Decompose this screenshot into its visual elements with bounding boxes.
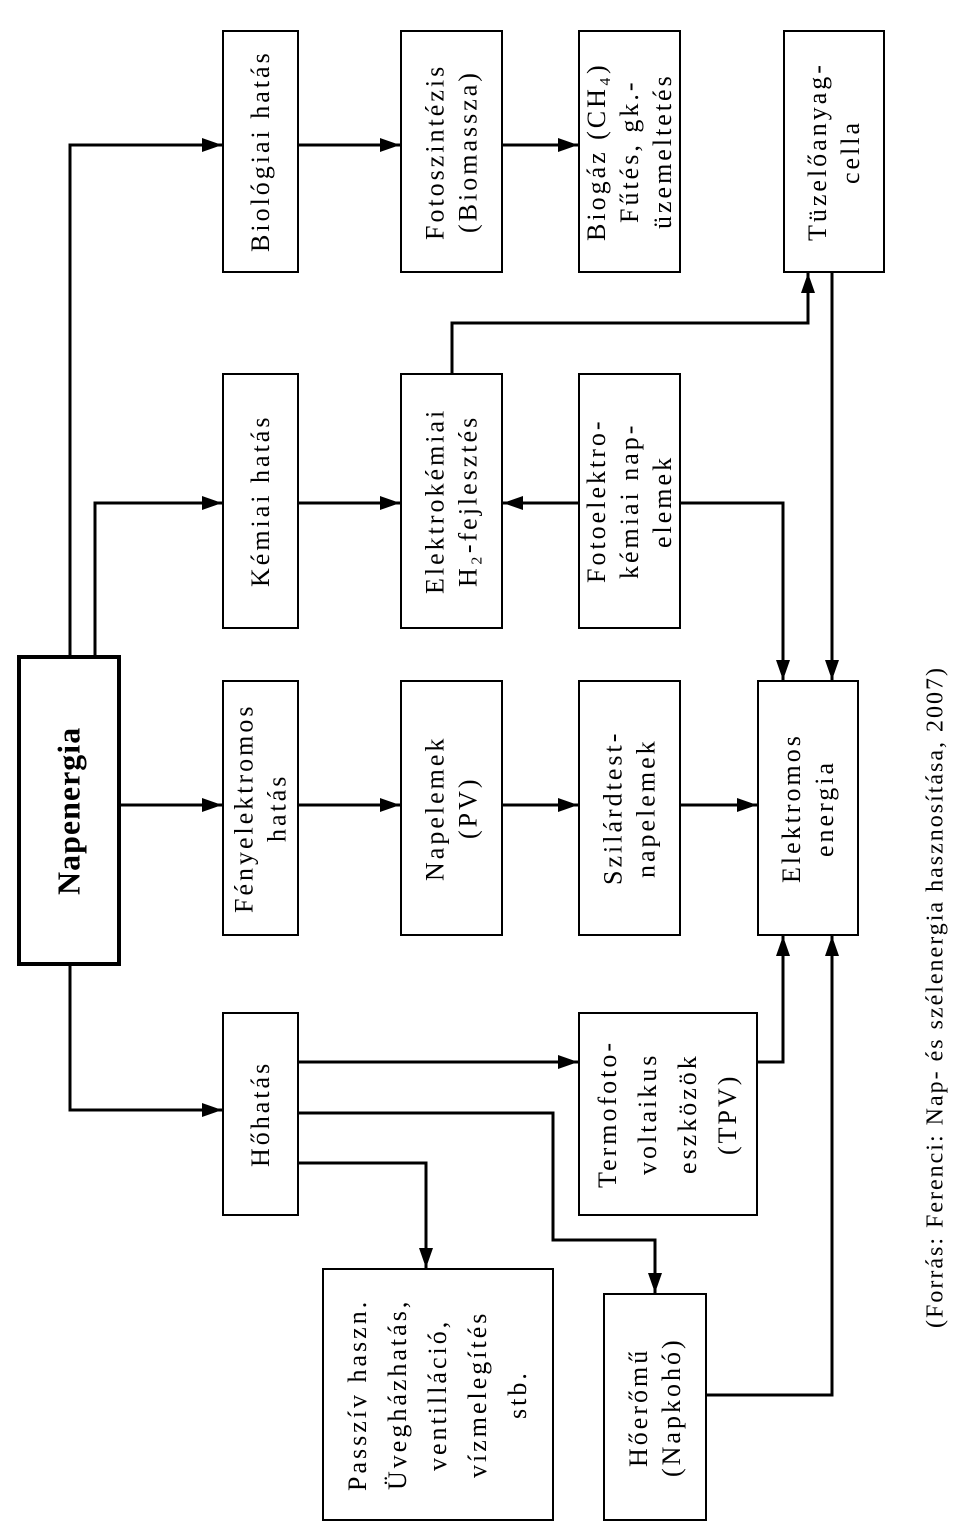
arrow-fotoelektrokemiai-to-elektromos-energia [681, 501, 790, 680]
box-label-line: Biogáz (CH₄) [582, 62, 611, 241]
box-label-line: Elektrokémiai [420, 407, 450, 595]
box-biologiai-hatas: Biológiai hatás [222, 30, 299, 273]
box-label-line: H₂-fejlesztés [453, 414, 483, 588]
box-label-line: Fényelektromos [229, 703, 259, 913]
box-label-line: Napelemek [420, 735, 450, 881]
arrow-hohatas-to-passziv [299, 1161, 433, 1268]
box-label-line: Fűtés, gk.- [615, 79, 644, 224]
root-label: Napenergia [50, 726, 87, 895]
box-label-line: Üvegházhatás, [383, 1298, 412, 1491]
box-label-line: (TPV) [713, 1073, 742, 1155]
box-hoeromu-napkoho: Hőerőmű (Napkohó) [603, 1293, 707, 1521]
box-hohatas: Hőhatás [222, 1012, 299, 1216]
arrow-elektrokemiai-to-tuzeloanyag-cella [450, 273, 815, 373]
box-label-line: napelemek [631, 738, 661, 878]
box-label-line: Biológiai hatás [246, 50, 275, 253]
box-kemiai-hatas: Kémiai hatás [222, 373, 299, 629]
box-label-line: energia [810, 759, 839, 857]
box-fenyelektromos-hatas: Fényelektromos hatás [222, 680, 299, 936]
arrow-tpv-to-elektromos-energia [758, 936, 790, 1064]
box-label-line: Kémiai hatás [246, 414, 275, 588]
box-label-line: kémiai nap- [615, 422, 644, 580]
source-caption: (Forrás: Ferenci: Nap- és szélenergia ha… [914, 597, 958, 1397]
arrow-hoeromu-to-elektromos-energia [707, 936, 839, 1397]
arrow-napenergia-to-hohatas [68, 966, 222, 1117]
box-label-line: cella [836, 119, 865, 184]
box-fotoelektrokemiai-napelemek: Fotoelektro- kémiai nap- elemek [578, 373, 681, 629]
box-elektrokemiai-h2-fejlesztes: Elektrokémiai H₂-fejlesztés [400, 373, 503, 629]
box-label-line: Elektromos [777, 733, 806, 883]
box-label-line: stb. [503, 1370, 532, 1419]
source-caption-text: (Forrás: Ferenci: Nap- és szélenergia ha… [922, 665, 949, 1329]
box-label-line: Hőhatás [246, 1060, 275, 1168]
box-label-line: elemek [648, 454, 677, 548]
box-label-line: (Biomassza) [453, 70, 483, 233]
box-label-line: (PV) [453, 776, 483, 840]
box-napenergia: Napenergia [17, 655, 121, 966]
box-label-line: Fotoelektro- [582, 418, 611, 584]
box-tuzeloanyag-cella: Tüzelőanyag- cella [783, 30, 885, 273]
box-napelemek-pv: Napelemek (PV) [400, 680, 503, 936]
box-szilardtest-napelemek: Szilárdtest- napelemek [578, 680, 681, 936]
box-passziv-hasznositas: Passzív haszn. Üvegházhatás, ventilláció… [322, 1268, 554, 1521]
box-label-line: voltaikus [633, 1052, 662, 1176]
arrow-napenergia-to-kemiai-hatas [93, 496, 222, 655]
box-label-line: Termofoto- [593, 1039, 622, 1189]
box-label-line: üzemeltetés [648, 73, 677, 230]
box-label-line: (Napkohó) [657, 1337, 686, 1477]
box-label-line: Passzív haszn. [343, 1298, 372, 1491]
box-label-line: eszközök [673, 1053, 702, 1175]
box-biogaz: Biogáz (CH₄) Fűtés, gk.- üzemeltetés [578, 30, 681, 273]
arrow-hohatas-to-hoeromu [299, 1111, 662, 1293]
box-label-line: vízmelegítés [463, 1310, 492, 1479]
box-label-line: Fotoszintézis [420, 63, 450, 240]
box-termofotovoltaikus-tpv: Termofoto- voltaikus eszközök (TPV) [578, 1012, 758, 1216]
box-fotoszintezis: Fotoszintézis (Biomassza) [400, 30, 503, 273]
box-elektromos-energia: Elektromos energia [757, 680, 859, 936]
box-label-line: Tüzelőanyag- [803, 62, 832, 241]
box-label-line: Szilárdtest- [598, 730, 628, 886]
box-label-line: hatás [262, 773, 292, 843]
box-label-line: Hőerőmű [624, 1347, 653, 1467]
box-label-line: ventilláció, [423, 1318, 452, 1471]
arrow-napenergia-to-biologiai-hatas [68, 138, 222, 655]
